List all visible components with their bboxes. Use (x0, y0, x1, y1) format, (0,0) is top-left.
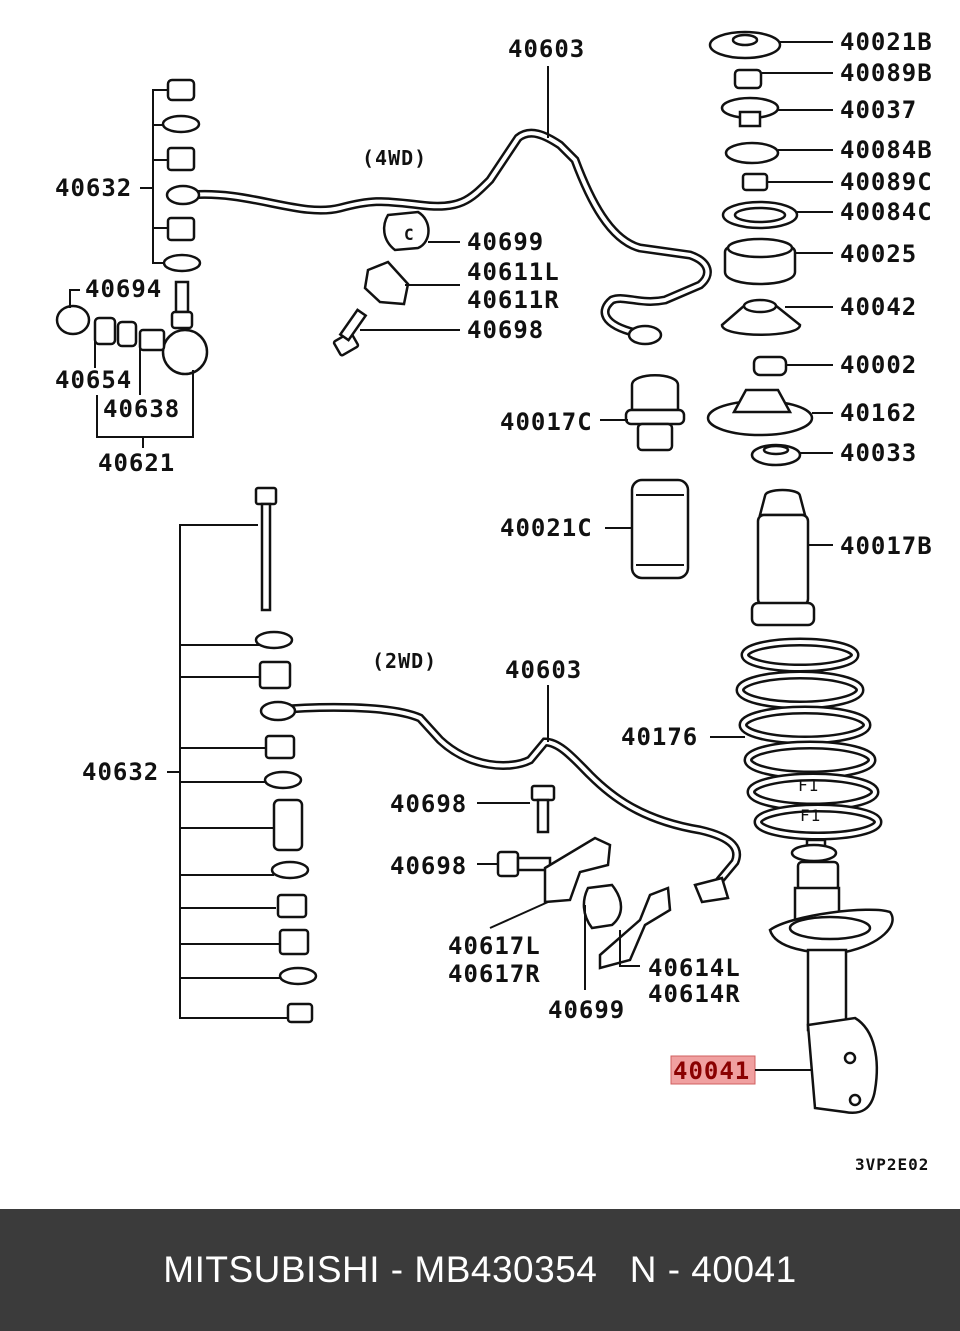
stabilizer-bar-4wd (189, 128, 712, 343)
label-40611R: 40611R (467, 286, 560, 314)
label-2wd: (2WD) (372, 649, 437, 673)
bracket-40614 (598, 886, 672, 970)
label-40037: 40037 (840, 96, 917, 124)
label-40033: 40033 (840, 439, 917, 467)
spring-mark-1: F1 (798, 776, 819, 795)
bolt-40698-a (530, 784, 556, 834)
label-40617R: 40617R (448, 960, 541, 988)
label-40021C: 40021C (500, 514, 593, 542)
label-40632-bot: 40632 (82, 758, 159, 786)
label-40698-a: 40698 (390, 790, 467, 818)
dust-cover-40021C (630, 478, 690, 580)
label-40698-top: 40698 (467, 316, 544, 344)
label-40041: 40041 (673, 1057, 750, 1085)
footer-part-info: MITSUBISHI - MB430354 N - 40041 (163, 1249, 797, 1290)
stabilizer-link-4wd (55, 280, 209, 376)
label-40603-bot: 40603 (505, 656, 582, 684)
label-40176: 40176 (621, 723, 698, 751)
label-40611L: 40611L (467, 258, 560, 286)
label-40084C: 40084C (840, 198, 933, 226)
label-40699-bot: 40699 (548, 996, 625, 1024)
bushing-40699: C (382, 210, 430, 252)
label-40654: 40654 (55, 366, 132, 394)
label-40603-top: 40603 (508, 35, 585, 63)
label-40021B: 40021B (840, 28, 933, 56)
label-40084B: 40084B (840, 136, 933, 164)
label-40638: 40638 (103, 395, 180, 423)
label-40017C: 40017C (500, 408, 593, 436)
strut-assembly-40041 (768, 838, 894, 1114)
label-40617L: 40617L (448, 932, 541, 960)
footer-bar: MITSUBISHI - MB430354 N - 40041 (0, 1209, 960, 1331)
bar-end-eye-4wd (165, 184, 201, 206)
label-40002: 40002 (840, 351, 917, 379)
dust-cover-40017B (750, 488, 816, 627)
parts-diagram: 40603 (4WD) 40632 40694 40654 40638 4062… (55, 28, 933, 1174)
drawing-code: 3VP2E02 (855, 1155, 929, 1174)
label-40698-b: 40698 (390, 852, 467, 880)
label-40699-top: 40699 (467, 228, 544, 256)
label-40614R: 40614R (648, 980, 741, 1008)
link-stack-4wd (161, 78, 202, 273)
bump-stopper-40017C (624, 374, 686, 452)
bracket-40611 (363, 260, 410, 306)
label-4wd: (4WD) (362, 146, 427, 170)
label-40694: 40694 (85, 275, 162, 303)
label-40632-top: 40632 (55, 174, 132, 202)
svg-text:C: C (404, 225, 415, 244)
bushing-40699-bot (582, 883, 623, 930)
bracket-40617 (543, 836, 612, 904)
link-stack-2wd (254, 630, 318, 1024)
label-40089C: 40089C (840, 168, 933, 196)
spring-mark-2: F1 (800, 806, 821, 825)
link-bolt-2wd (254, 486, 278, 612)
label-40621: 40621 (98, 449, 175, 477)
strut-mount-parts (706, 30, 814, 467)
highlight-40041 (670, 1055, 756, 1085)
label-40042: 40042 (840, 293, 917, 321)
bolt-40698-top (332, 308, 368, 357)
bolt-40698-b (496, 850, 552, 878)
label-40089B: 40089B (840, 59, 933, 87)
label-40614L: 40614L (648, 954, 741, 982)
coil-spring-40176: F1 F1 (735, 637, 883, 841)
label-40017B: 40017B (840, 532, 933, 560)
label-40025: 40025 (840, 240, 917, 268)
label-40162: 40162 (840, 399, 917, 427)
